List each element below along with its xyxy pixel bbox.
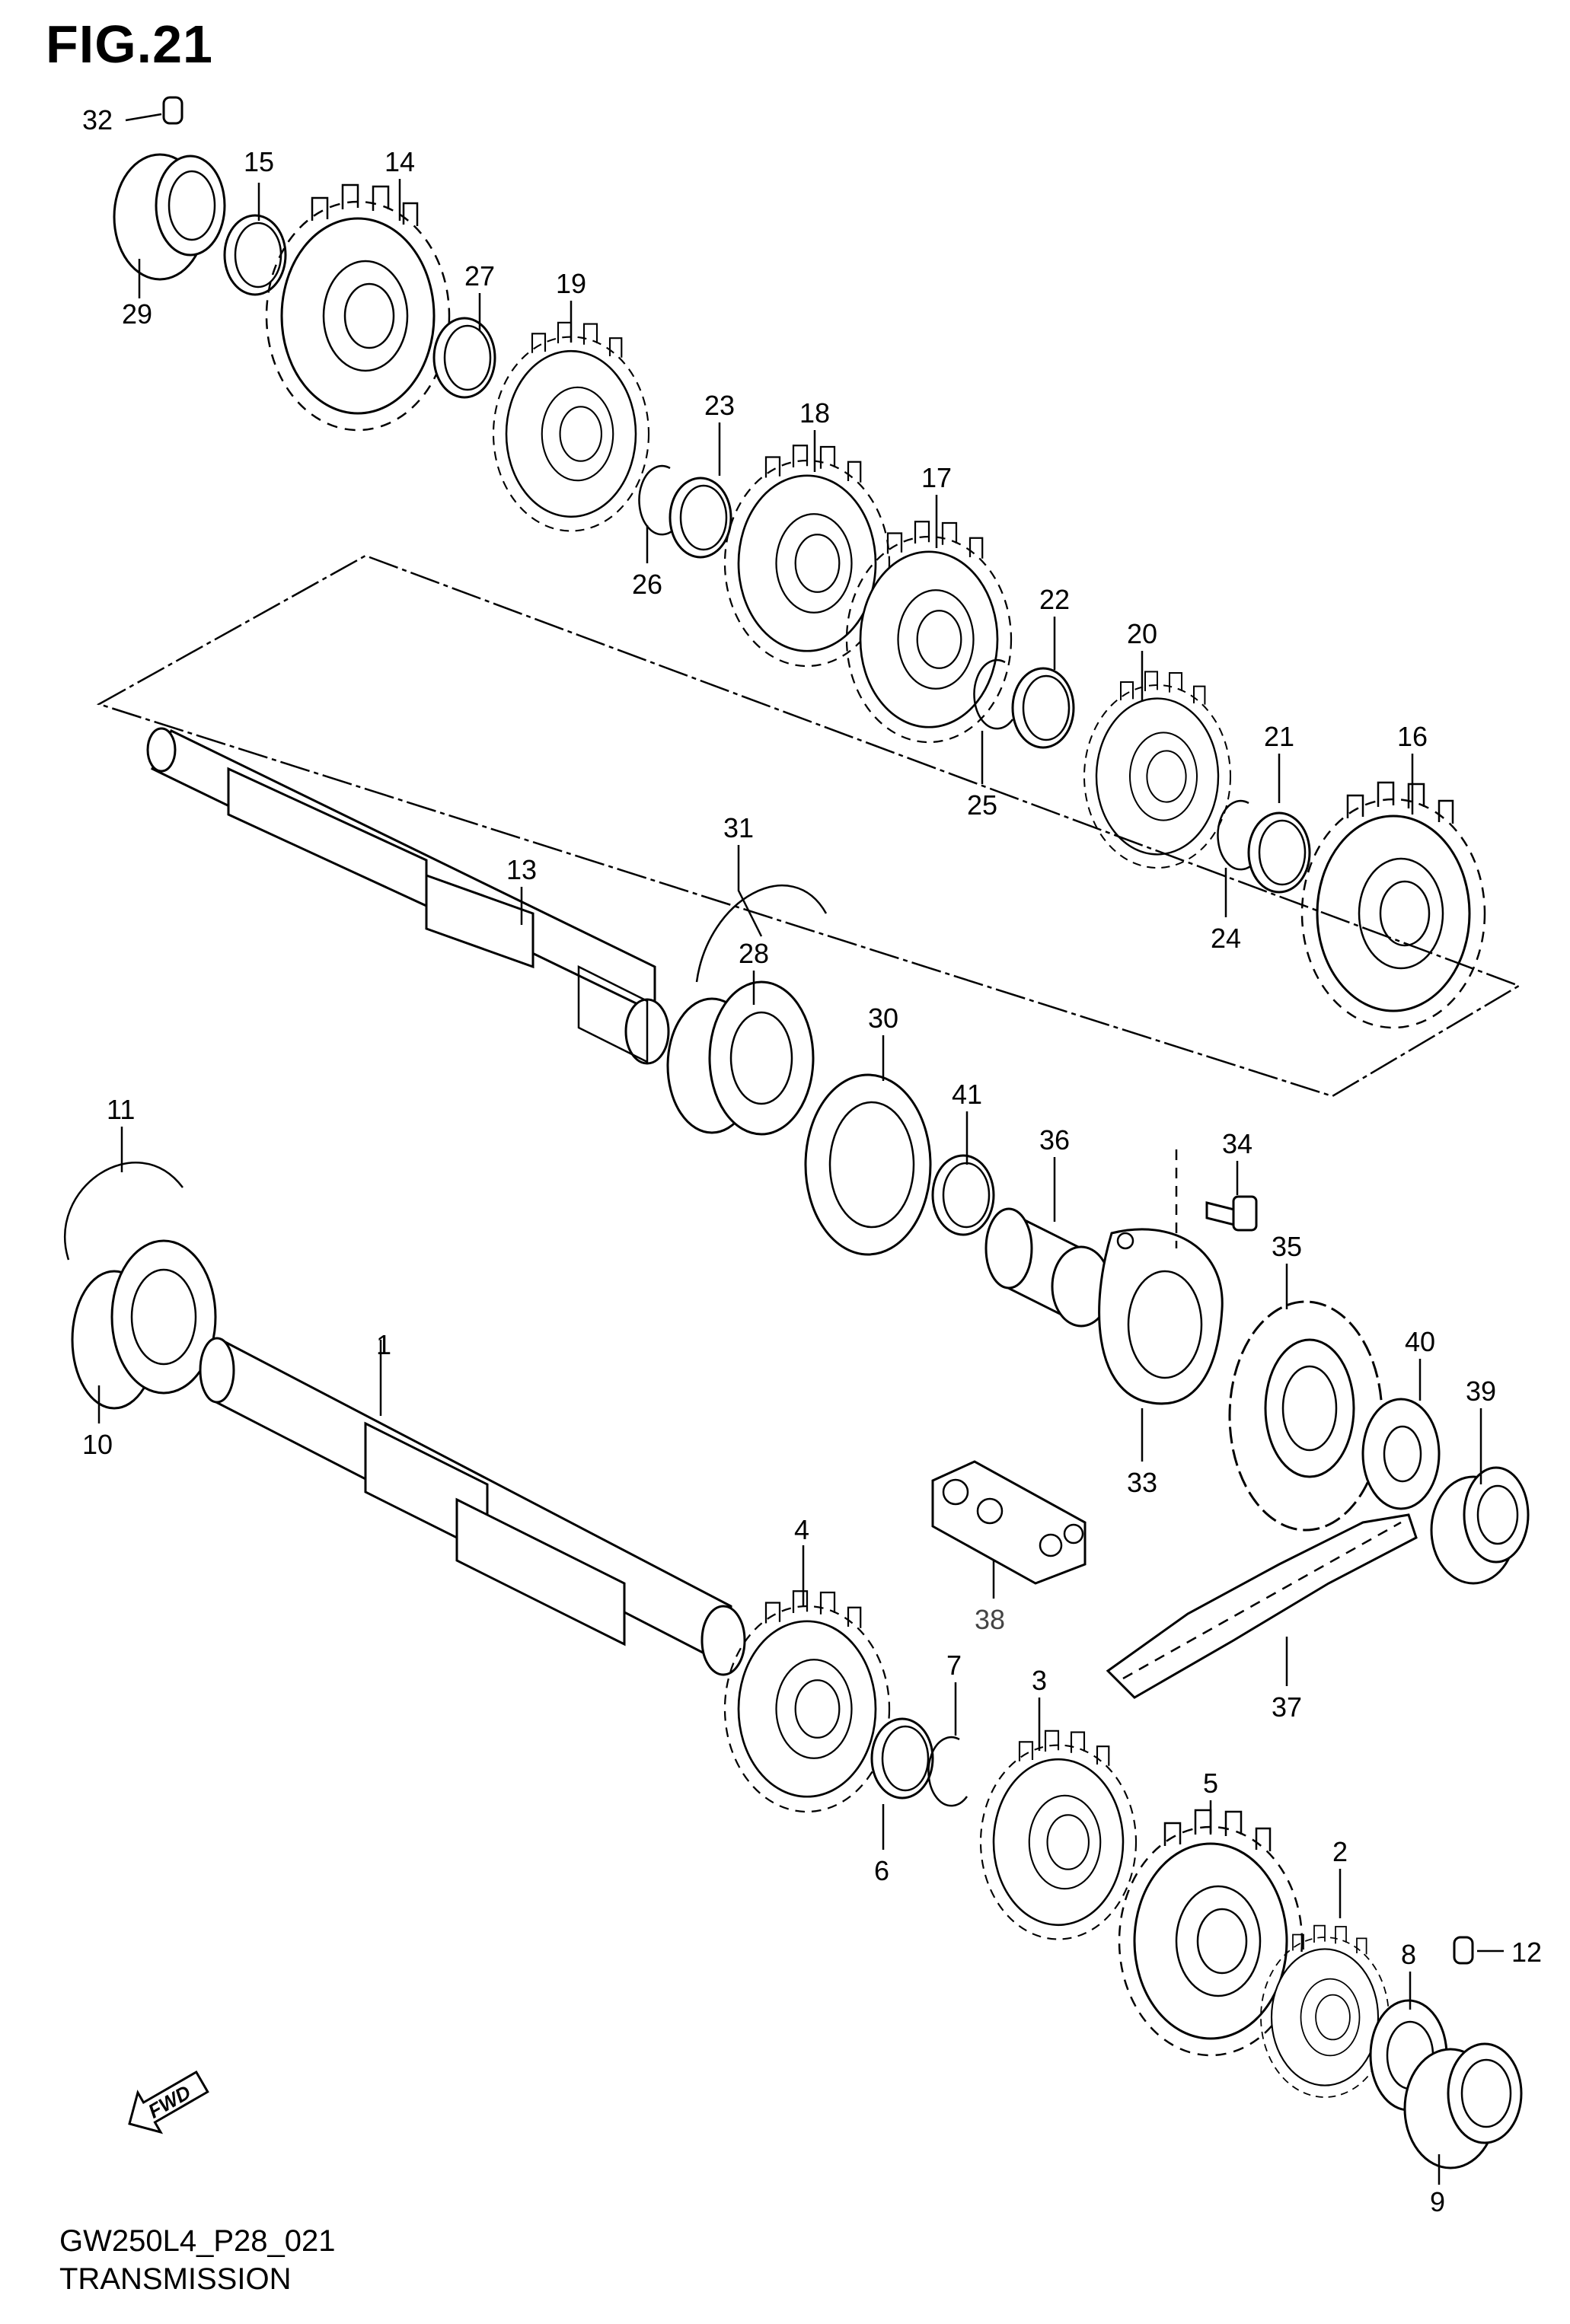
callout-14: 14 (385, 146, 415, 177)
gear-19 (492, 321, 650, 532)
nut-39 (1430, 1466, 1530, 1585)
plate-33 (1098, 1228, 1224, 1405)
figure-title: FIG.21 (46, 14, 213, 74)
washer-27 (432, 317, 496, 399)
callout-33: 33 (1127, 1467, 1157, 1498)
washer-40 (1361, 1398, 1441, 1510)
callout-10: 10 (82, 1429, 113, 1460)
assembly-outline (96, 554, 1521, 1098)
callout-20: 20 (1127, 618, 1157, 649)
callout-29: 29 (122, 298, 152, 330)
callout-40: 40 (1405, 1326, 1435, 1357)
leader-lines (97, 113, 1504, 2185)
callout-3: 3 (1032, 1665, 1047, 1696)
callout-2: 2 (1332, 1836, 1348, 1867)
callout-6: 6 (874, 1855, 889, 1886)
callout-24: 24 (1211, 923, 1241, 954)
callout-1: 1 (376, 1329, 391, 1360)
fwd-arrow-icon: FWD (128, 2070, 209, 2134)
o-ring-41 (931, 1154, 995, 1236)
callout-15: 15 (244, 146, 274, 177)
callout-17: 17 (921, 462, 952, 493)
callout-37: 37 (1272, 1691, 1302, 1723)
figure-code: GW250L4_P28_021 (59, 2224, 336, 2258)
callout-38: 38 (975, 1604, 1005, 1635)
callout-27: 27 (464, 260, 495, 292)
callout-13: 13 (506, 854, 537, 885)
washer-23 (669, 477, 732, 559)
bearing-10 (71, 1239, 217, 1410)
spacer-15 (223, 214, 287, 296)
callout-35: 35 (1272, 1231, 1302, 1262)
figure-name: TRANSMISSION (59, 2262, 292, 2296)
callout-16: 16 (1397, 721, 1428, 752)
callout-8: 8 (1401, 1939, 1416, 1970)
bearing-28 (666, 980, 815, 1136)
callout-34: 34 (1222, 1128, 1252, 1159)
callout-9: 9 (1430, 2186, 1445, 2217)
callout-19: 19 (556, 268, 586, 299)
washer-21 (1247, 811, 1311, 894)
mainshaft-1 (199, 1337, 746, 1676)
chain-joint-38 (931, 1460, 1087, 1585)
spacer-36 (984, 1207, 1112, 1328)
callout-32: 32 (82, 104, 113, 135)
callout-4: 4 (794, 1514, 809, 1545)
callout-30: 30 (868, 1003, 898, 1034)
sprocket-35 (1228, 1300, 1383, 1532)
gear-14 (265, 183, 451, 432)
callout-25: 25 (967, 789, 997, 821)
bearing-9 (1403, 2042, 1523, 2169)
callout-23: 23 (704, 390, 735, 421)
callout-5: 5 (1203, 1768, 1218, 1799)
callout-labels: 1 2 3 4 5 6 7 8 9 10 11 12 13 14 15 16 1… (82, 104, 1542, 2217)
gear-3 (979, 1729, 1138, 1940)
callout-12: 12 (1511, 1937, 1542, 1968)
washer-6 (870, 1717, 934, 1800)
callout-18: 18 (799, 397, 830, 429)
callout-22: 22 (1039, 584, 1070, 615)
callout-39: 39 (1466, 1376, 1496, 1407)
callout-36: 36 (1039, 1124, 1070, 1156)
countershaft-13 (146, 727, 670, 1065)
callout-7: 7 (946, 1650, 962, 1681)
callout-28: 28 (739, 938, 769, 969)
drive-chain-37 (1106, 1513, 1418, 1699)
pin-12 (1453, 1936, 1474, 1965)
bearing-29 (113, 153, 226, 281)
pin-32 (162, 96, 183, 125)
bolt-34 (1205, 1195, 1258, 1232)
callout-21: 21 (1264, 721, 1294, 752)
circlip-11 (64, 1162, 183, 1261)
gear-4 (723, 1589, 891, 1813)
callout-26: 26 (632, 569, 662, 600)
washer-22 (1011, 667, 1075, 749)
circlip-7 (927, 1736, 968, 1807)
callout-41: 41 (952, 1079, 982, 1110)
gear-20 (1083, 671, 1232, 869)
callout-11: 11 (107, 1094, 135, 1125)
gear-16 (1300, 781, 1486, 1029)
callout-31: 31 (723, 812, 754, 843)
oil-seal-30 (804, 1073, 932, 1256)
circlip-31 (695, 885, 828, 983)
